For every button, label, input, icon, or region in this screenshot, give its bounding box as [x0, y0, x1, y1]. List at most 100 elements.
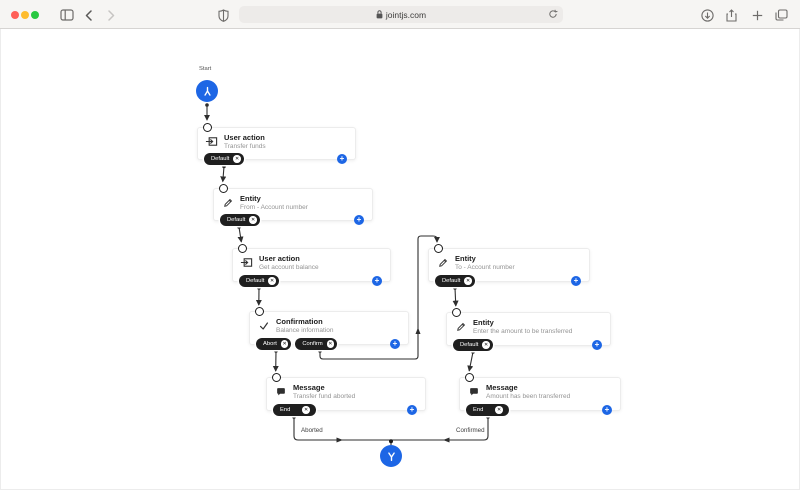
remove-pill-icon[interactable]: ✕: [326, 340, 335, 348]
link-useraction1-entityfrom[interactable]: [220, 166, 227, 183]
node-subtitle: Transfer fund aborted: [293, 393, 356, 400]
node-subtitle: Enter the amount to be transferred: [473, 328, 573, 335]
node-entity-to[interactable]: Entity To - Account number Default ✕ +: [428, 244, 590, 287]
node-subtitle: Balance information: [276, 327, 334, 334]
pill-confirm[interactable]: Confirm ✕: [295, 338, 338, 350]
user-action-icon: [240, 256, 253, 269]
input-port[interactable]: [203, 123, 212, 132]
start-icon: [203, 86, 211, 96]
forward-button[interactable]: [100, 4, 122, 26]
reload-icon: [549, 9, 558, 18]
add-output-button[interactable]: +: [337, 154, 347, 164]
merge-end-node[interactable]: [380, 445, 402, 467]
remove-pill-icon[interactable]: ✕: [302, 406, 310, 414]
entity-icon: [221, 196, 234, 209]
start-node[interactable]: [196, 80, 218, 102]
node-subtitle: Get account balance: [259, 264, 319, 271]
pill-default[interactable]: Default ✕: [204, 153, 244, 165]
diagram-canvas[interactable]: Start User action Transfer funds Default…: [0, 29, 800, 490]
pill-label: Abort: [263, 341, 277, 347]
remove-pill-icon[interactable]: ✕: [233, 155, 241, 163]
back-button[interactable]: [78, 4, 100, 26]
pill-label: End: [280, 407, 291, 413]
input-port[interactable]: [434, 244, 443, 253]
node-title: Message: [293, 383, 325, 392]
node-user-action-1[interactable]: User action Transfer funds Default ✕ +: [197, 123, 356, 165]
entity-icon: [454, 320, 467, 333]
plus-icon: [752, 10, 762, 20]
merge-icon: [387, 451, 395, 461]
share-button[interactable]: [720, 4, 742, 26]
reload-button[interactable]: [548, 9, 558, 21]
user-action-icon: [205, 135, 218, 148]
remove-pill-icon[interactable]: ✕: [495, 406, 503, 414]
add-output-button[interactable]: +: [354, 215, 364, 225]
remove-pill-icon[interactable]: ✕: [280, 340, 289, 348]
tabs-icon: [774, 9, 788, 21]
zoom-window-button[interactable]: [31, 11, 39, 19]
downloads-button[interactable]: [696, 4, 718, 26]
message-icon: [274, 385, 287, 398]
pill-label: Confirm: [302, 341, 323, 347]
add-output-button[interactable]: +: [407, 405, 417, 415]
pill-label: Default: [227, 217, 246, 223]
shield-icon: [217, 8, 229, 22]
traffic-lights: [11, 11, 39, 19]
remove-pill-icon[interactable]: ✕: [249, 216, 257, 224]
pill-end[interactable]: End ✕: [466, 404, 509, 416]
pill-default[interactable]: Default ✕: [453, 339, 493, 351]
link-entityamount-messagetransferred[interactable]: [467, 351, 474, 372]
node-subtitle: From - Account number: [240, 204, 308, 211]
edge-label-confirmed: Confirmed: [456, 427, 485, 434]
minimize-window-button[interactable]: [21, 11, 29, 19]
address-bar[interactable]: jointjs.com: [239, 6, 563, 23]
node-subtitle: To - Account number: [455, 264, 515, 271]
tab-overview-button[interactable]: [770, 4, 792, 26]
pill-default[interactable]: Default ✕: [239, 275, 279, 287]
remove-pill-icon[interactable]: ✕: [482, 341, 490, 349]
privacy-report-button[interactable]: [212, 4, 234, 26]
add-output-button[interactable]: +: [602, 405, 612, 415]
lock-icon: [376, 10, 383, 19]
input-port[interactable]: [219, 184, 228, 193]
start-label: Start: [199, 66, 212, 72]
node-subtitle: Amount has been transferred: [486, 393, 571, 400]
remove-pill-icon[interactable]: ✕: [464, 277, 472, 285]
share-icon: [725, 8, 737, 22]
entity-icon: [436, 256, 449, 269]
link-confirm-entityto[interactable]: [319, 235, 441, 360]
pill-end[interactable]: End ✕: [273, 404, 316, 416]
node-title: Message: [486, 383, 518, 392]
pill-abort[interactable]: Abort ✕: [256, 338, 292, 350]
input-port[interactable]: [272, 373, 281, 382]
node-message-aborted[interactable]: Message Transfer fund aborted End ✕ +: [266, 373, 426, 416]
link-messagetransferred-merge[interactable]: [391, 417, 489, 441]
node-confirmation[interactable]: Confirmation Balance information Abort ✕…: [249, 307, 409, 350]
pill-default[interactable]: Default ✕: [220, 214, 260, 226]
add-output-button[interactable]: +: [372, 276, 382, 286]
input-port[interactable]: [255, 307, 264, 316]
links-layer: [203, 103, 490, 445]
link-entityfrom-useraction2[interactable]: [237, 226, 244, 243]
pill-label: End: [473, 407, 484, 413]
add-output-button[interactable]: +: [571, 276, 581, 286]
link-messageaborted-merge[interactable]: [293, 417, 391, 441]
new-tab-button[interactable]: [746, 4, 768, 26]
link-entityto-entityamount[interactable]: [452, 287, 459, 307]
close-window-button[interactable]: [11, 11, 19, 19]
add-output-button[interactable]: +: [390, 339, 400, 349]
sidebar-toggle-button[interactable]: [56, 4, 78, 26]
pill-default[interactable]: Default ✕: [435, 275, 475, 287]
node-user-action-2[interactable]: User action Get account balance Default …: [232, 244, 391, 287]
node-entity-amount[interactable]: Entity Enter the amount to be transferre…: [446, 308, 611, 351]
download-icon: [700, 8, 714, 22]
node-title: Entity: [473, 318, 494, 327]
input-port[interactable]: [452, 308, 461, 317]
node-entity-from[interactable]: Entity From - Account number Default ✕ +: [213, 184, 373, 226]
input-port[interactable]: [465, 373, 474, 382]
add-output-button[interactable]: +: [592, 340, 602, 350]
remove-pill-icon[interactable]: ✕: [268, 277, 276, 285]
input-port[interactable]: [238, 244, 247, 253]
node-message-transferred[interactable]: Message Amount has been transferred End …: [459, 373, 621, 416]
sidebar-icon: [60, 9, 74, 21]
